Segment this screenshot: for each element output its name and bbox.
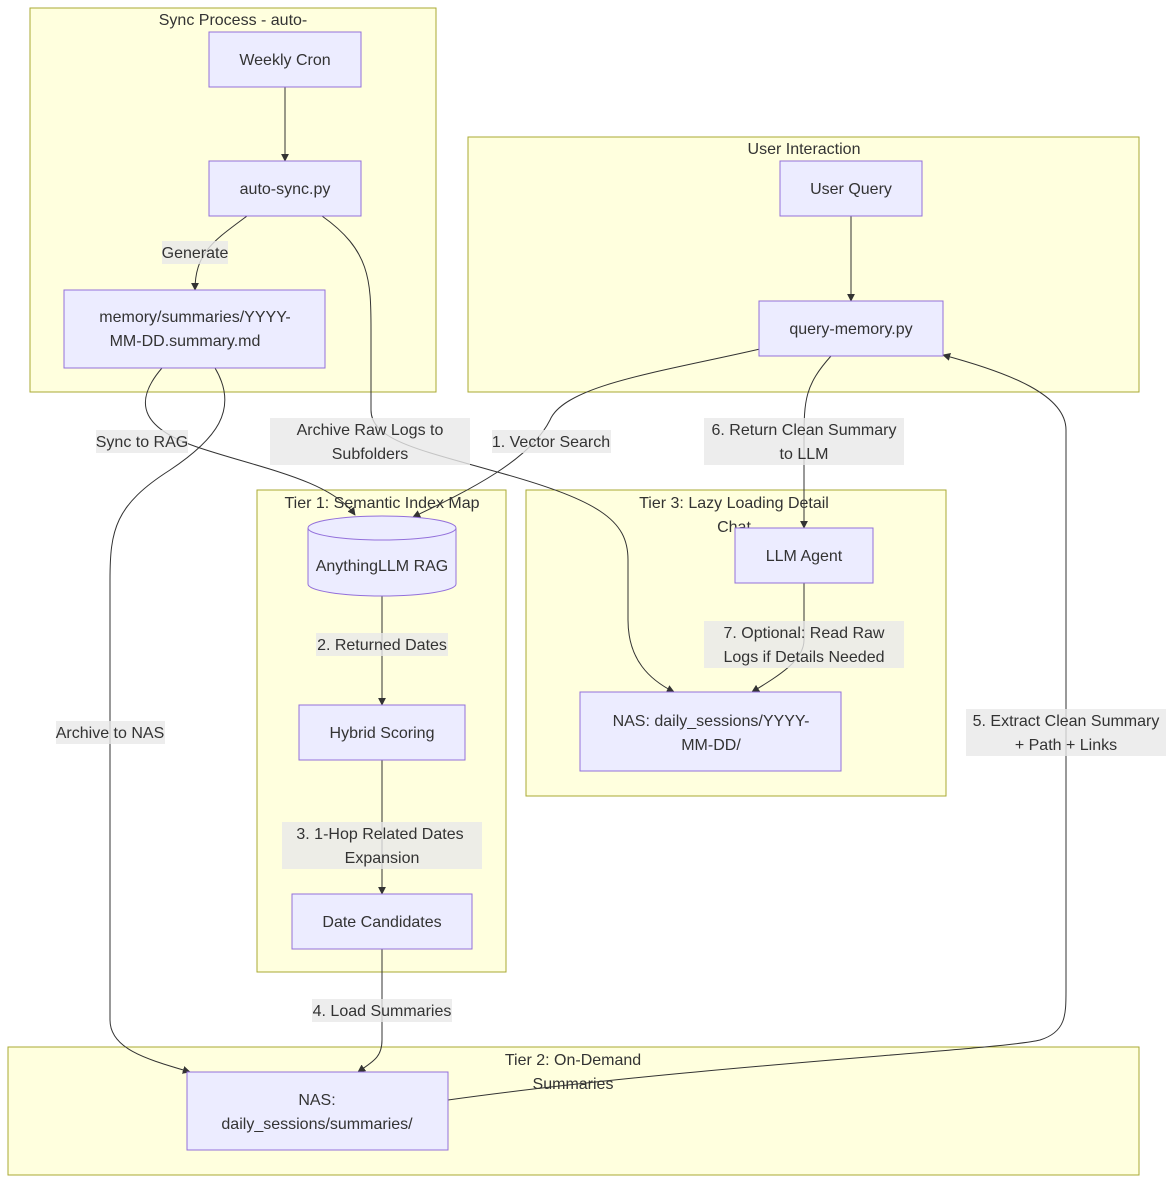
cluster-tier2-title: Tier 2: On-Demand <box>505 1052 641 1069</box>
svg-text:Tier 1: Semantic Index Map: Tier 1: Semantic Index Map <box>284 495 479 512</box>
svg-text:Generate: Generate <box>162 245 229 262</box>
edge-label-generate: Generate <box>162 241 229 264</box>
svg-text:query-memory.py: query-memory.py <box>789 321 912 338</box>
node-user-query: User Query <box>779 160 923 217</box>
node-llm-agent: LLM Agent <box>734 527 874 584</box>
edge-nas-summaries-to-query <box>447 353 1067 1101</box>
edge-label-extract-clean-summary: 5. Extract Clean Summary+ Path + Links <box>966 709 1166 756</box>
node-nas-summaries: NAS:daily_sessions/summaries/ <box>186 1071 449 1151</box>
svg-text:Hybrid Scoring: Hybrid Scoring <box>330 725 435 742</box>
node-summary-md: memory/summaries/YYYY-MM-DD.summary.md <box>63 289 326 369</box>
svg-text:Date Candidates: Date Candidates <box>322 914 441 931</box>
edge-label-archive-to-nas: Archive to NAS <box>56 721 165 744</box>
edge-autosync-to-nas-daily <box>321 215 675 693</box>
edge-candidates-to-nas-summaries <box>357 949 383 1073</box>
svg-text:Weekly Cron: Weekly Cron <box>239 52 330 69</box>
node-hybrid-scoring: Hybrid Scoring <box>298 704 466 761</box>
svg-text:Archive to NAS: Archive to NAS <box>56 725 164 742</box>
svg-text:NAS: daily_sessions/YYYY-MM-DD: NAS: daily_sessions/YYYY-MM-DD/ <box>613 713 810 754</box>
edge-query-to-rag <box>412 348 761 518</box>
node-auto-sync: auto-sync.py <box>208 160 362 217</box>
svg-text:NAS:daily_sessions/summaries/: NAS:daily_sessions/summaries/ <box>221 1092 413 1133</box>
cluster-sync-title: Sync Process - auto- <box>159 12 308 29</box>
edge-summary-to-nas-summaries <box>109 367 226 1074</box>
node-weekly-cron: Weekly Cron <box>208 31 362 88</box>
svg-text:LLM Agent: LLM Agent <box>766 548 843 565</box>
node-query-memory: query-memory.py <box>758 300 944 357</box>
cluster-tier3-title: Tier 3: Lazy Loading Detail <box>639 495 829 512</box>
edge-summary-to-rag <box>144 367 356 516</box>
node-nas-daily-sessions: NAS: daily_sessions/YYYY-MM-DD/ <box>579 691 842 772</box>
cluster-tier1-title: Tier 1: Semantic Index Map <box>284 495 479 512</box>
svg-text:2. Returned Dates: 2. Returned Dates <box>317 637 447 654</box>
svg-text:5. Extract Clean Summary+ Path: 5. Extract Clean Summary+ Path + Links <box>973 713 1160 754</box>
edge-label-returned-dates: 2. Returned Dates <box>316 633 448 656</box>
svg-text:User Interaction: User Interaction <box>748 141 861 158</box>
svg-text:Sync to RAG: Sync to RAG <box>96 434 188 451</box>
svg-text:AnythingLLM RAG: AnythingLLM RAG <box>316 558 449 575</box>
cluster-user-title: User Interaction <box>748 141 861 158</box>
node-anythingllm-rag-database: AnythingLLM RAG <box>307 515 457 597</box>
svg-text:User Query: User Query <box>810 181 892 198</box>
edge-label-load-summaries: 4. Load Summaries <box>312 999 452 1022</box>
svg-text:auto-sync.py: auto-sync.py <box>240 181 331 198</box>
svg-text:1. Vector Search: 1. Vector Search <box>492 434 610 451</box>
edge-label-sync-to-rag: Sync to RAG <box>96 430 188 453</box>
edge-label-vector-search: 1. Vector Search <box>492 430 611 453</box>
svg-text:4. Load Summaries: 4. Load Summaries <box>313 1003 452 1020</box>
svg-text:memory/summaries/YYYY-MM-DD.su: memory/summaries/YYYY-MM-DD.summary.md <box>99 309 290 350</box>
node-date-candidates: Date Candidates <box>291 893 473 950</box>
